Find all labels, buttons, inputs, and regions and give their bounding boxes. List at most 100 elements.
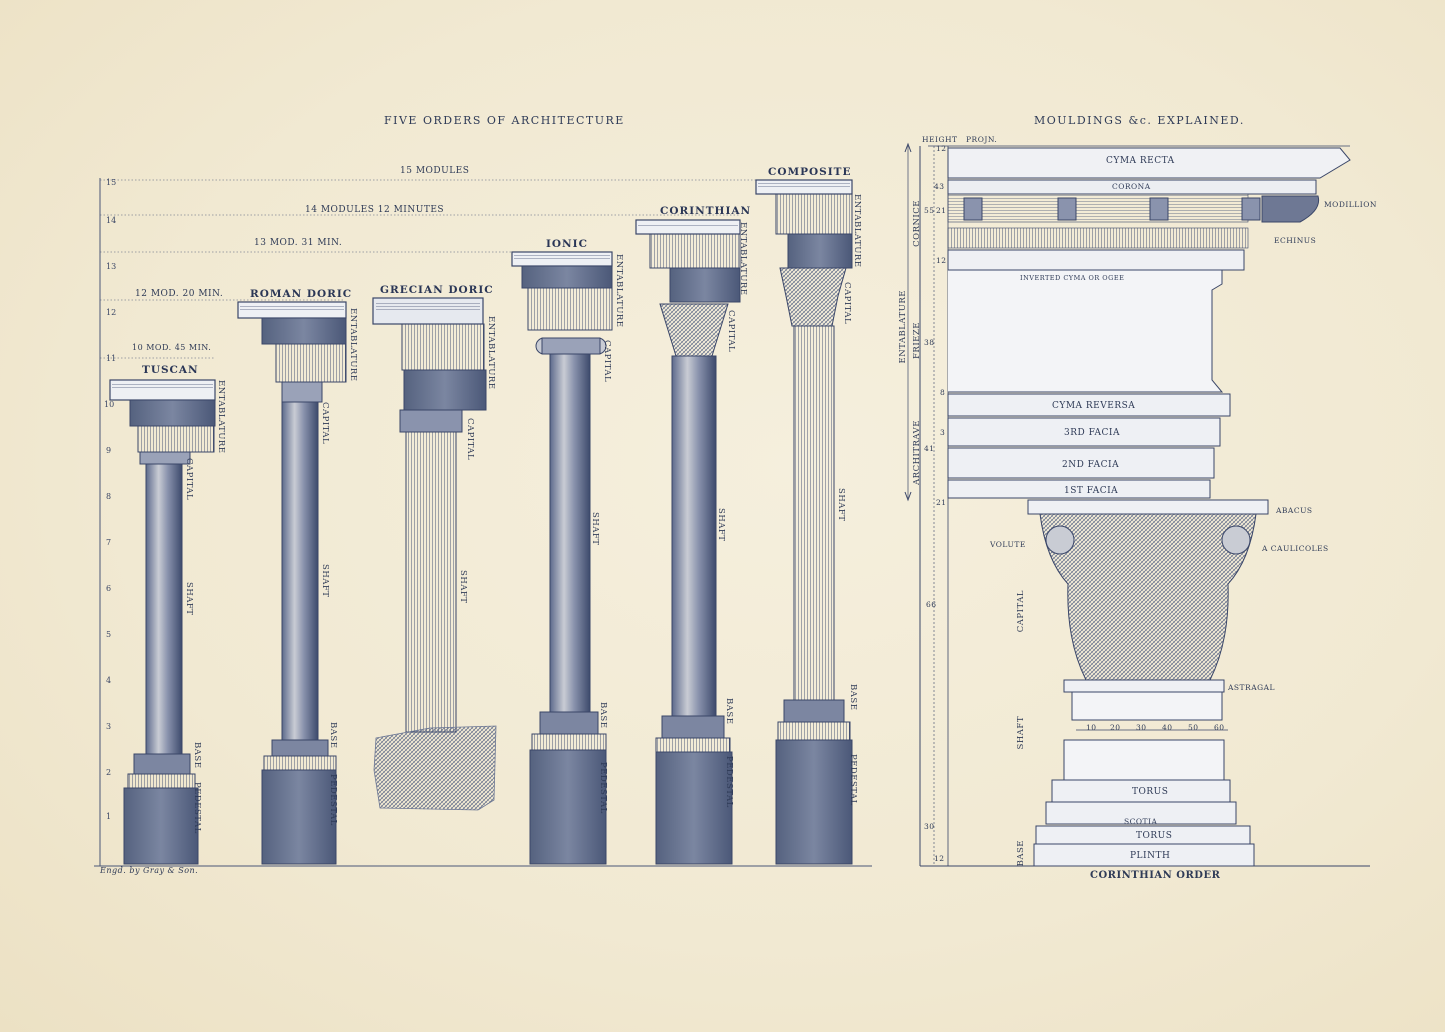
plinth-label: PLINTH xyxy=(1130,851,1171,861)
roman-doric-capital-label: CAPITAL xyxy=(320,402,330,445)
projection-label: PROJN. xyxy=(966,135,998,144)
corinthian-column xyxy=(635,219,741,865)
inverted-cyma-label: INVERTED CYMA OR OGEE xyxy=(1020,274,1125,282)
abacus-label: ABACUS xyxy=(1276,506,1313,515)
roman-doric-entablature-label: ENTABLATURE xyxy=(348,308,358,382)
height-roman-doric: 12 MOD. 20 MIN. xyxy=(135,289,224,299)
roman-doric-base-label: BASE xyxy=(328,722,338,749)
scotia-label: SCOTIA xyxy=(1124,817,1158,826)
architrave-label: ARCHITRAVE xyxy=(912,420,922,485)
tuscan-entablature-label: ENTABLATURE xyxy=(216,380,226,454)
scale-tick-13: 13 xyxy=(106,262,117,271)
height-composite: 15 MODULES xyxy=(400,166,470,176)
right-title: MOULDINGS &c. EXPLAINED. xyxy=(1034,114,1245,127)
composite-base-label: BASE xyxy=(848,684,858,711)
height-label: HEIGHT xyxy=(922,135,958,144)
corinthian-pedestal-label: PEDESTAL xyxy=(724,756,734,808)
corona-label: CORONA xyxy=(1112,182,1151,191)
scale-tick-3: 3 xyxy=(106,722,112,731)
facia-3-label: 3RD FACIA xyxy=(1064,428,1120,438)
module-scale xyxy=(94,178,872,867)
composite-shaft-label: SHAFT xyxy=(836,488,846,522)
grecian-doric-column xyxy=(372,297,497,811)
mouldings-drawing xyxy=(904,142,1370,867)
grecian-doric-capital-label: CAPITAL xyxy=(465,418,475,461)
minute-38: 38 xyxy=(924,338,935,347)
composite-entablature-label: ENTABLATURE xyxy=(852,194,862,268)
ionic-entablature-label: ENTABLATURE xyxy=(614,254,624,328)
torus-upper-label: TORUS xyxy=(1132,787,1169,797)
minute-21b: 21 xyxy=(936,498,947,507)
ionic-pedestal-label: PEDESTAL xyxy=(598,762,608,814)
grecian-doric-entablature-label: ENTABLATURE xyxy=(486,316,496,390)
engraver-credit: Engd. by Gray & Son. xyxy=(100,866,199,875)
roman-doric-pedestal-label: PEDESTAL xyxy=(328,774,338,826)
height-tuscan: 10 MOD. 45 MIN. xyxy=(132,343,212,352)
tuscan-column xyxy=(109,379,216,865)
minute-12a: 12 xyxy=(936,144,947,153)
cyma-recta-label: CYMA RECTA xyxy=(1106,156,1175,166)
scale-bar-20: 20 xyxy=(1110,723,1121,732)
order-name-composite: COMPOSITE xyxy=(768,166,852,178)
order-name-tuscan: TUSCAN xyxy=(142,364,199,376)
minute-8: 8 xyxy=(940,388,946,397)
tuscan-base-label: BASE xyxy=(192,742,202,769)
scale-tick-1: 1 xyxy=(106,812,112,821)
composite-pedestal-label: PEDESTAL xyxy=(848,754,858,806)
scale-tick-14: 14 xyxy=(106,216,117,225)
tuscan-shaft-label: SHAFT xyxy=(184,582,194,616)
roman-doric-column xyxy=(237,301,347,865)
minute-12b: 12 xyxy=(936,256,947,265)
minute-3: 3 xyxy=(940,428,946,437)
echinus-label: ECHINUS xyxy=(1274,236,1317,245)
scale-bar-60: 60 xyxy=(1214,723,1225,732)
tuscan-pedestal-label: PEDESTAL xyxy=(192,782,202,834)
composite-capital-label: CAPITAL xyxy=(842,282,852,325)
scale-bar-10: 10 xyxy=(1086,723,1097,732)
caulicoles-label: A CAULICOLES xyxy=(1262,544,1329,553)
order-name-corinthian: CORINTHIAN xyxy=(660,205,752,217)
facia-2-label: 2ND FACIA xyxy=(1062,460,1120,470)
height-corinthian: 14 MODULES 12 MINUTES xyxy=(305,205,445,215)
scale-tick-6: 6 xyxy=(106,584,112,593)
ionic-shaft-label: SHAFT xyxy=(590,512,600,546)
scale-tick-8: 8 xyxy=(106,492,112,501)
cyma-reversa-label: CYMA REVERSA xyxy=(1052,401,1136,411)
scale-bar-50: 50 xyxy=(1188,723,1199,732)
grecian-doric-shaft-label: SHAFT xyxy=(458,570,468,604)
corinthian-entablature-label: ENTABLATURE xyxy=(738,222,748,296)
base-label: BASE xyxy=(1016,840,1026,867)
order-name-ionic: IONIC xyxy=(546,238,588,250)
corinthian-base-label: BASE xyxy=(724,698,734,725)
scale-bar-30: 30 xyxy=(1136,723,1147,732)
scale-bar-40: 40 xyxy=(1162,723,1173,732)
modillion-label: MODILLION xyxy=(1324,200,1377,209)
order-name-grecian-doric: GRECIAN DORIC xyxy=(380,284,494,296)
tuscan-capital-label: CAPITAL xyxy=(184,458,194,501)
ionic-base-label: BASE xyxy=(598,702,608,729)
ionic-column xyxy=(511,251,613,865)
scale-tick-10: 10 xyxy=(104,400,115,409)
capital-label: CAPITAL xyxy=(1016,590,1026,633)
minute-30: 30 xyxy=(924,822,935,831)
roman-doric-shaft-label: SHAFT xyxy=(320,564,330,598)
volute-label: VOLUTE xyxy=(990,540,1026,549)
composite-column xyxy=(755,179,853,865)
minute-12c: 12 xyxy=(934,854,945,863)
scale-tick-2: 2 xyxy=(106,768,112,777)
minute-55: 55 xyxy=(924,206,935,215)
minute-41: 41 xyxy=(924,444,935,453)
entablature-label: ENTABLATURE xyxy=(898,290,908,364)
height-ionic: 13 MOD. 31 MIN. xyxy=(254,238,343,248)
scale-tick-11: 11 xyxy=(106,354,117,363)
facia-1-label: 1ST FACIA xyxy=(1064,486,1119,496)
minute-43: 43 xyxy=(934,182,945,191)
scale-tick-9: 9 xyxy=(106,446,112,455)
minute-21a: 21 xyxy=(936,206,947,215)
astragal-label: ASTRAGAL xyxy=(1228,683,1276,692)
scale-tick-15: 15 xyxy=(106,178,117,187)
minute-66: 66 xyxy=(926,600,937,609)
scale-tick-12: 12 xyxy=(106,308,117,317)
left-title: FIVE ORDERS OF ARCHITECTURE xyxy=(384,114,625,127)
